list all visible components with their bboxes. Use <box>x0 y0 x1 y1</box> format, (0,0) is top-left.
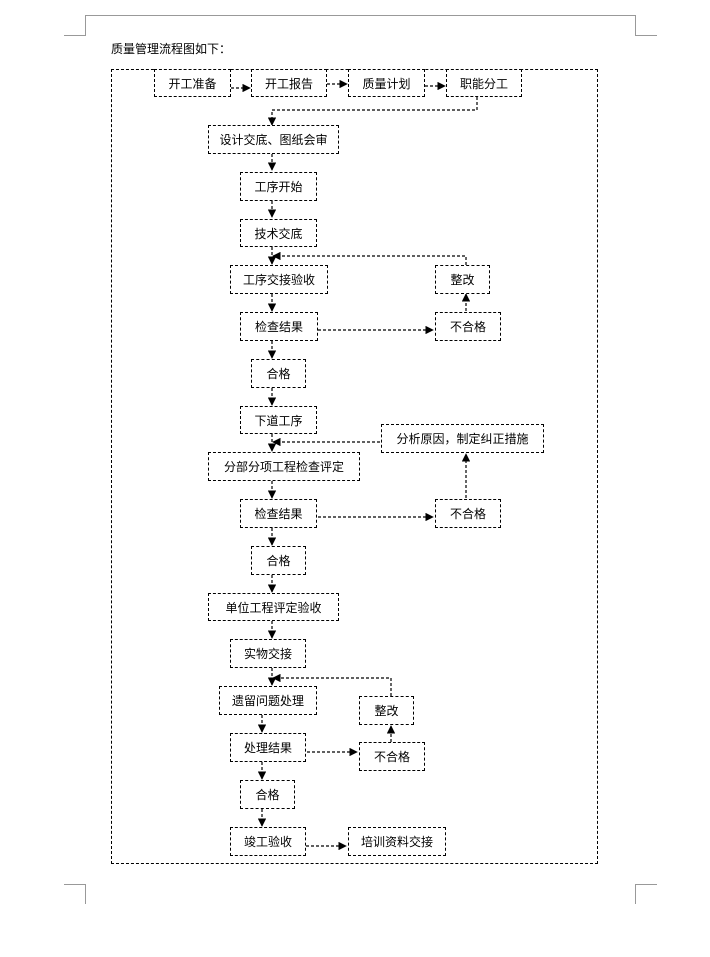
step-peixun-jiaojie: 培训资料交接 <box>348 827 446 856</box>
edge-arrow <box>272 251 467 265</box>
crop-mark <box>85 884 86 904</box>
step-kaigong-baogao: 开工报告 <box>251 69 327 97</box>
step-buhege-3: 不合格 <box>359 742 425 771</box>
step-gongxu-jiaojie: 工序交接验收 <box>230 265 328 294</box>
step-zhenggai-2: 整改 <box>359 696 414 725</box>
step-hege-2: 合格 <box>251 546 306 575</box>
crop-mark <box>635 884 636 904</box>
crop-mark <box>64 884 85 885</box>
step-sheji-jiaodi: 设计交底、图纸会审 <box>208 125 339 154</box>
crop-mark <box>636 884 657 885</box>
crop-mark <box>85 15 86 36</box>
step-zhenggai-1: 整改 <box>435 265 490 294</box>
step-zhineng-fengong: 职能分工 <box>446 69 522 97</box>
step-buhege-1: 不合格 <box>435 312 501 341</box>
step-chuli-jieguo: 处理结果 <box>230 733 306 762</box>
step-jiancha-jieguo-2: 检查结果 <box>240 499 317 528</box>
edge-arrow <box>267 97 478 126</box>
step-zhiliang-jihua: 质量计划 <box>348 69 425 97</box>
step-kaigong-zhunbei: 开工准备 <box>154 69 231 97</box>
crop-mark <box>85 15 636 16</box>
step-fenbu-pingding: 分部分项工程检查评定 <box>208 452 360 481</box>
step-fenxi-yuanyin: 分析原因，制定纠正措施 <box>381 424 544 453</box>
step-buhege-2: 不合格 <box>435 499 501 528</box>
step-xiadao-gongxu: 下道工序 <box>240 406 317 434</box>
step-yiliu-wenti: 遗留问题处理 <box>219 686 317 715</box>
step-danwei-yanshou: 单位工程评定验收 <box>208 593 339 621</box>
step-jungong-yanshou: 竣工验收 <box>230 827 306 856</box>
step-shiwu-jiaojie: 实物交接 <box>230 639 306 668</box>
step-hege-1: 合格 <box>251 359 306 388</box>
intro-text: 质量管理流程图如下： <box>111 42 232 56</box>
edge-arrow <box>272 673 392 696</box>
step-gongxu-kaishi: 工序开始 <box>240 172 317 201</box>
crop-mark <box>64 35 85 36</box>
step-hege-3: 合格 <box>240 780 295 809</box>
step-jishu-jiaodi: 技术交底 <box>240 219 317 247</box>
crop-mark <box>636 35 657 36</box>
step-jiancha-jieguo-1: 检查结果 <box>240 312 318 341</box>
crop-mark <box>635 15 636 36</box>
